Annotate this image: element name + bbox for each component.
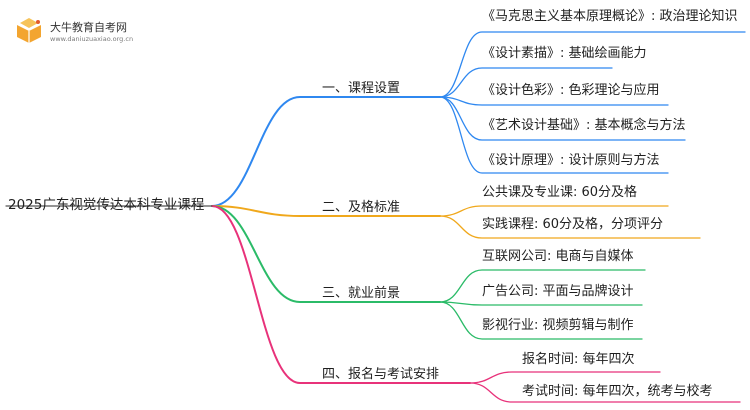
leaf-career-internet: 互联网公司: 电商与自媒体 <box>482 249 634 264</box>
branch-connector <box>211 205 441 217</box>
leaf-course-sketch: 《设计素描》: 基础绘画能力 <box>482 46 647 61</box>
leaf-connector <box>439 31 746 98</box>
branch-connector <box>211 205 441 303</box>
branch-career-prospects: 三、就业前景 <box>322 286 401 301</box>
branch-exam-schedule: 四、报名与考试安排 <box>322 367 440 382</box>
leaf-connector <box>439 96 669 106</box>
leaf-pass-public: 公共课及专业课: 60分及格 <box>482 185 638 200</box>
logo-url: www.daniuzuaxiao.org.cn <box>50 35 134 43</box>
leaf-connector <box>439 301 643 340</box>
leaf-exam-time: 考试时间: 每年四次，统考与校考 <box>522 384 713 399</box>
leaf-connector <box>439 301 643 306</box>
logo-title: 大牛教育自考网 <box>50 21 127 34</box>
leaf-connector <box>469 371 661 384</box>
leaf-connector <box>439 96 686 141</box>
leaf-career-film: 影视行业: 视频剪辑与制作 <box>482 318 634 333</box>
leaf-connector <box>439 67 613 98</box>
branch-connector <box>211 96 441 207</box>
leaf-course-principles: 《设计原理》: 设计原则与方法 <box>482 153 660 168</box>
leaf-pass-practice: 实践课程: 60分及格，分项评分 <box>482 217 664 232</box>
leaf-career-advertising: 广告公司: 平面与品牌设计 <box>482 284 634 299</box>
site-logo[interactable]: 大牛教育自考网 www.daniuzuaxiao.org.cn <box>14 17 154 47</box>
leaf-connector <box>439 269 646 303</box>
leaf-course-marxism: 《马克思主义基本原理概论》: 政治理论知识 <box>482 9 738 24</box>
book-logo-icon <box>17 18 41 43</box>
branch-connector <box>211 205 471 384</box>
branch-course-setup: 一、课程设置 <box>322 81 401 96</box>
leaf-exam-registration: 报名时间: 每年四次 <box>522 352 635 367</box>
leaf-connector <box>439 96 669 174</box>
leaf-connector <box>439 205 669 217</box>
leaf-course-art-basics: 《艺术设计基础》: 基本概念与方法 <box>482 118 686 133</box>
branch-passing-standard: 二、及格标准 <box>322 200 401 215</box>
root-topic: 2025广东视觉传达本科专业课程 <box>8 197 205 213</box>
leaf-connector <box>469 382 741 403</box>
leaf-course-color: 《设计色彩》: 色彩理论与应用 <box>482 83 660 98</box>
leaf-connector <box>439 215 701 239</box>
